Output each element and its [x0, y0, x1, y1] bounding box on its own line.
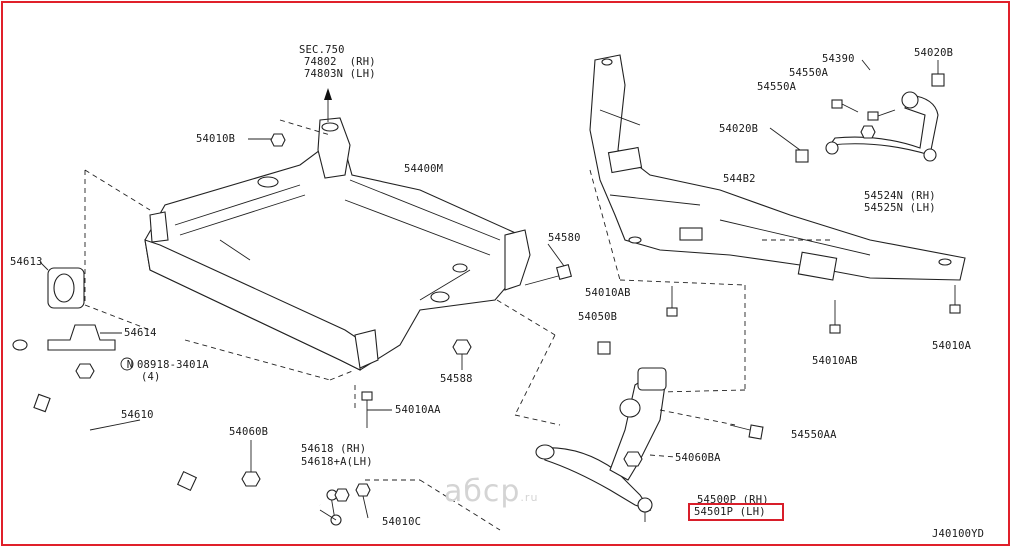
label-544B2: 544B2 — [723, 173, 756, 185]
label-54010A: 54010A — [932, 340, 972, 352]
label-54501P: 54501P (LH) — [694, 506, 766, 518]
label-74802: 74802 (RH) — [304, 56, 376, 68]
label-54618: 54618 (RH) — [301, 443, 367, 455]
label-54550A-1: 54550A — [789, 67, 829, 79]
label-54010C: 54010C — [382, 516, 422, 528]
nut-54588 — [452, 339, 472, 370]
label-08918-qty: (4) — [141, 371, 161, 383]
bushing-54613 — [39, 261, 85, 309]
nut-08918 — [75, 357, 134, 379]
label-54050B: 54050B — [578, 311, 618, 323]
bolt-54010AB-1 — [666, 286, 678, 317]
label-54400M: 54400M — [404, 163, 444, 175]
label-54610: 54610 — [121, 409, 154, 421]
label-54588: 54588 — [440, 373, 473, 385]
label-54613: 54613 — [10, 256, 43, 268]
bracket-54614 — [47, 324, 122, 351]
nut-54060B — [241, 440, 261, 487]
nut-54060BA — [623, 451, 643, 467]
label-54010AB-1: 54010AB — [585, 287, 631, 299]
label-74803N: 74803N (LH) — [304, 68, 376, 80]
label-sec750: SEC.750 — [299, 44, 345, 56]
label-54525N: 54525N (LH) — [864, 202, 936, 214]
label-54580: 54580 — [548, 232, 581, 244]
label-54618A: 54618+A(LH) — [301, 456, 373, 468]
bolt-54010AA — [361, 391, 392, 428]
label-54010B: 54010B — [196, 133, 236, 145]
subframe-54400M — [144, 117, 531, 371]
nut-54010B — [248, 133, 286, 147]
label-54010AB-2: 54010AB — [812, 355, 858, 367]
crossmember-544B2 — [589, 54, 966, 281]
label-54020B-mid: 54020B — [719, 123, 759, 135]
label-54550A-2: 54550A — [757, 81, 797, 93]
label-54614: 54614 — [124, 327, 157, 339]
stabilizer-bar-54610 — [8, 339, 322, 508]
label-54060B: 54060B — [229, 426, 269, 438]
bolt-54550AA — [729, 424, 764, 440]
bolt-54010A — [949, 285, 961, 314]
watermark: aбcp.ru — [444, 474, 539, 509]
label-08918: 08918-3401A — [137, 359, 209, 371]
label-54010AA: 54010AA — [395, 404, 441, 416]
label-54390: 54390 — [822, 53, 855, 65]
arrow-up-icon — [324, 88, 332, 122]
label-08918-n: N — [126, 359, 134, 371]
label-54060BA: 54060BA — [675, 452, 721, 464]
bolt-54580 — [524, 243, 573, 286]
bolt-54010AB-2 — [829, 300, 841, 334]
upper-arm-54524N — [769, 59, 945, 163]
link-54618 — [319, 483, 371, 526]
bolt-54550A — [831, 99, 896, 121]
label-54550AA: 54550AA — [791, 429, 837, 441]
label-54524N: 54524N (RH) — [864, 190, 936, 202]
highlight-box — [688, 503, 784, 521]
lower-arm-54500P — [535, 341, 667, 522]
label-54020B-top: 54020B — [914, 47, 954, 59]
diagram-id: J40100YD — [932, 528, 985, 540]
